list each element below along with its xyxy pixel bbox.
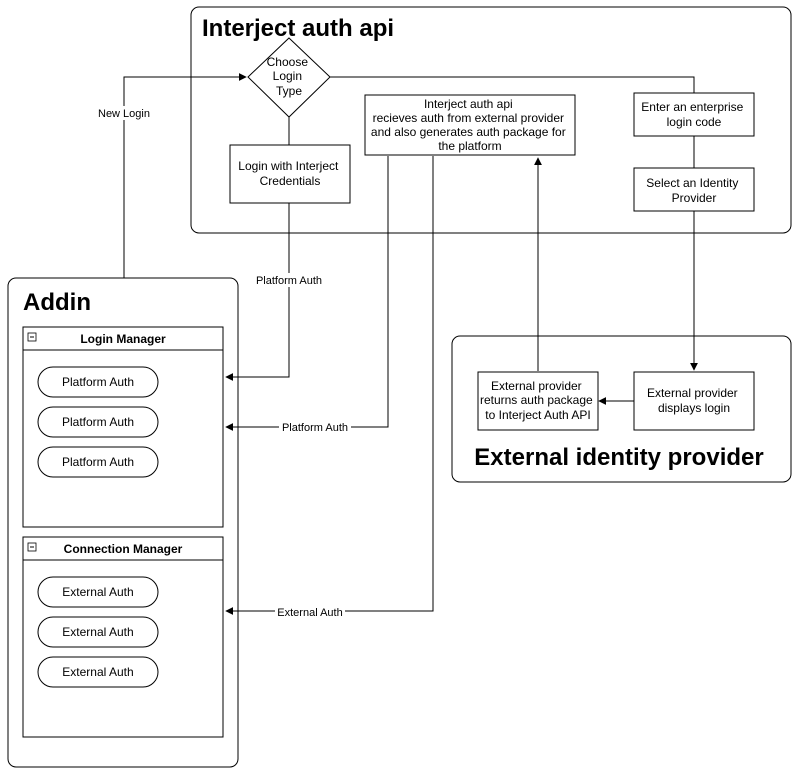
external-auth-item [37, 616, 159, 648]
group-external-idp-title: External identity provider [474, 444, 763, 471]
platform-auth-item-label: Platform Auth [62, 415, 134, 429]
platform-auth-item-label: Platform Auth [62, 375, 134, 389]
platform-auth-item-label: Platform Auth [62, 455, 134, 469]
svg-text:Choose Login Type: Choose Login Type [267, 55, 312, 98]
edge-new-login [123, 73, 247, 278]
svg-text:Interject auth api recie: Interject auth api recieves auth from ex… [371, 97, 569, 153]
platform-auth-item [37, 406, 159, 438]
external-auth-item-label: External Auth [62, 665, 133, 679]
svg-text:Enter an enterprise logi: Enter an enterprise login code [641, 100, 746, 129]
node-select-idp: Select an Identity Provider [633, 167, 755, 212]
edge-choose-to-enterprise [330, 76, 695, 93]
external-auth-item-label: External Auth [62, 625, 133, 639]
external-auth-item-label: External Auth [62, 585, 133, 599]
edge-label-new-login: New Login [98, 108, 150, 120]
group-auth-api-title: Interject auth api [202, 15, 394, 42]
external-auth-item [37, 656, 159, 688]
node-ext-displays: External provider displays login [633, 371, 755, 431]
pool-connection-manager: Connection Manager External Auth Externa… [22, 536, 224, 738]
pool-connection-manager-title: Connection Manager [64, 542, 183, 556]
node-enterprise-code: Enter an enterprise login code [633, 92, 755, 137]
svg-text:External provider return: External provider returns auth package t… [480, 379, 596, 422]
edge-label-platform-auth-2: Platform Auth [282, 422, 348, 434]
external-auth-item [37, 576, 159, 608]
edge-label-platform-auth-1: Platform Auth [256, 275, 322, 287]
pool-login-manager-title: Login Manager [80, 332, 166, 346]
node-login-interject: Login with Interject Credentials [229, 144, 351, 204]
svg-text:Login with Interject Cre: Login with Interject Credentials [238, 159, 341, 188]
group-addin-title: Addin [23, 289, 91, 316]
platform-auth-item [37, 366, 159, 398]
node-choose-login-type: Choose Login Type [247, 37, 331, 118]
edge-login-to-login-manager [225, 203, 290, 381]
svg-text:External provider displa: External provider displays login [647, 386, 741, 415]
node-api-description: Interject auth api recieves auth from ex… [364, 94, 576, 156]
pool-login-manager: Login Manager Platform Auth Platform Aut… [22, 326, 224, 528]
svg-text:Select an Identity Provi: Select an Identity Provider [646, 176, 741, 205]
platform-auth-item [37, 446, 159, 478]
node-ext-returns: External provider returns auth package t… [477, 371, 599, 431]
edge-label-external-auth: External Auth [277, 607, 342, 619]
